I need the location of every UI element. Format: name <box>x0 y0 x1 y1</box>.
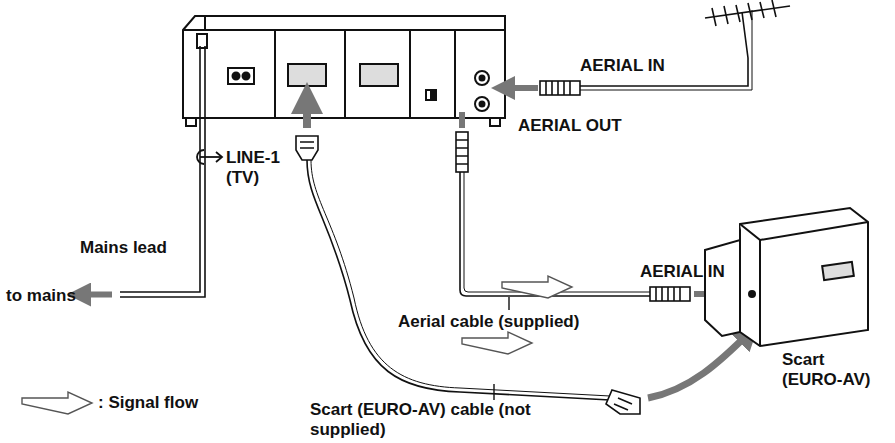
line-icon <box>197 150 222 164</box>
connector-label: Scart (EURO-AV) <box>782 350 877 390</box>
vcr <box>183 16 505 126</box>
aerial-cable <box>456 112 732 301</box>
cable-label: to mains <box>6 286 76 306</box>
signal-flow-arrow <box>22 276 572 414</box>
connector-label: AERIAL IN <box>640 262 725 282</box>
cable-label: Aerial cable (supplied) <box>398 312 579 332</box>
connector-label: LINE-1 (TV) <box>226 148 296 188</box>
cable-label: Scart (EURO-AV) cable (not supplied) <box>310 400 550 440</box>
tv <box>705 208 868 346</box>
legend-text: : Signal flow <box>98 393 198 413</box>
cable-label: Mains lead <box>80 238 167 258</box>
mains-lead <box>76 46 205 297</box>
connector-label: AERIAL IN <box>580 56 665 76</box>
connector-label: AERIAL OUT <box>518 116 622 136</box>
scart-cable <box>296 94 752 414</box>
antenna <box>500 0 790 95</box>
